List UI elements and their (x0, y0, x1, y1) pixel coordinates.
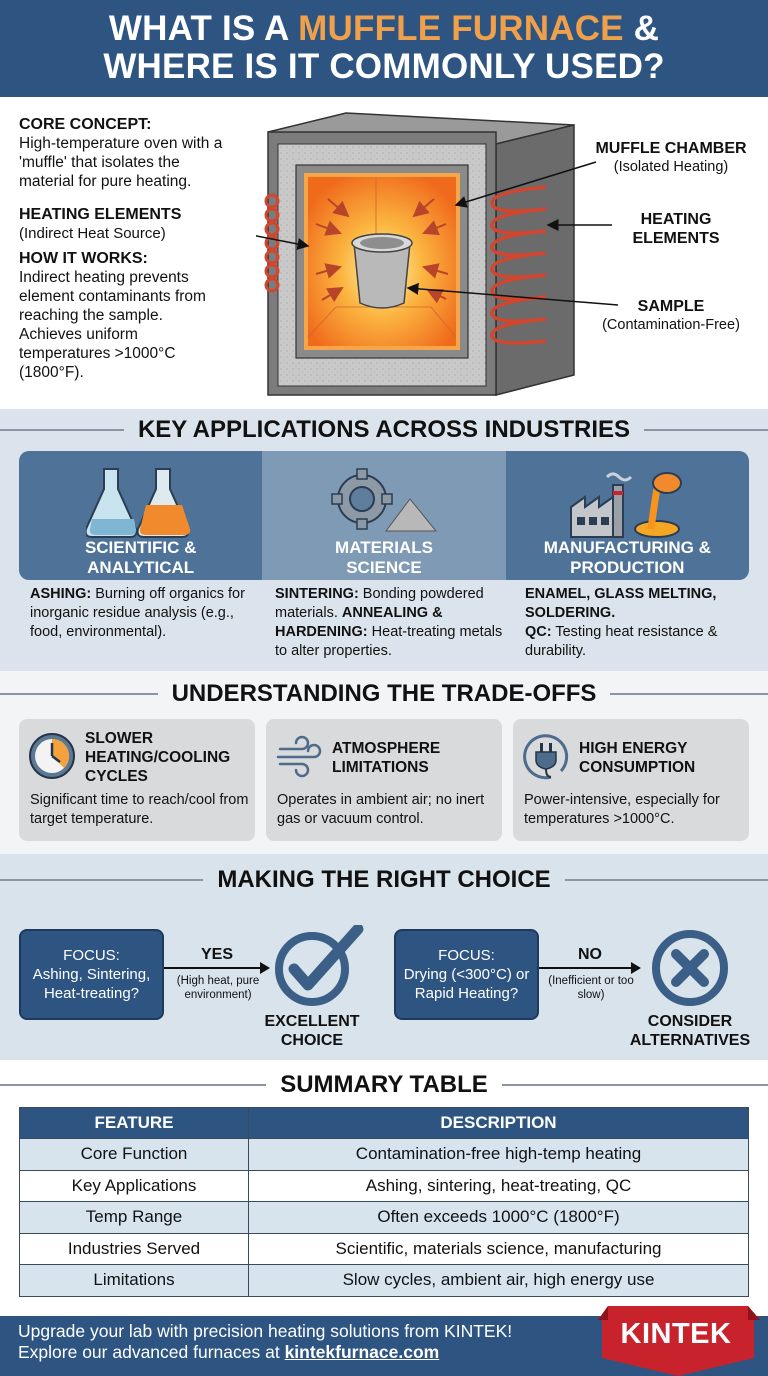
app-scientific: SCIENTIFIC & ANALYTICAL (19, 451, 263, 580)
divider (0, 1084, 267, 1086)
kintek-logo-text: KINTEK (620, 1318, 732, 1350)
page-title: WHAT IS A MUFFLE FURNACE & WHERE IS IT C… (103, 9, 665, 86)
intro-section: CORE CONCEPT: High-temperature oven with… (0, 97, 768, 409)
label-muffle-chamber: MUFFLE CHAMBER (Isolated Heating) (595, 140, 747, 175)
app-manufacturing: MANUFACTURING & PRODUCTION (505, 451, 749, 580)
yes-label: YES (200, 946, 233, 963)
page-header: WHAT IS A MUFFLE FURNACE & WHERE IS IT C… (0, 0, 768, 97)
label-sample: SAMPLE (Contamination-Free) (602, 298, 740, 333)
focus-box-yes: FOCUS: Ashing, Sintering, Heat-treating? (19, 929, 164, 1020)
website-link[interactable]: kintekfurnace.com (284, 1342, 440, 1362)
no-arrow (539, 962, 641, 974)
divider (501, 1084, 768, 1086)
plug-icon (523, 734, 569, 780)
label-heating-elements: HEATING ELEMENTS (632, 211, 720, 247)
applications-band: SCIENTIFIC & ANALYTICAL MATERIALS SCIENC… (19, 451, 749, 580)
tradeoff-card-slow-cycles: SLOWER HEATING/COOLING CYCLES Significan… (19, 719, 255, 841)
tradeoff-card-atmosphere: ATMOSPHERE LIMITATIONS Operates in ambie… (266, 719, 502, 841)
app-desc-scientific: ASHING: Burning off organics for inorgan… (30, 586, 245, 640)
applications-heading: KEY APPLICATIONS ACROSS INDUSTRIES (0, 412, 768, 448)
focus-box-no: FOCUS: Drying (<300°C) or Rapid Heating? (394, 929, 539, 1020)
tradeoff-card-energy: HIGH ENERGY CONSUMPTION Power-intensive,… (513, 719, 749, 841)
intro-text: CORE CONCEPT: High-temperature oven with… (19, 115, 269, 396)
divider (564, 879, 768, 881)
no-sublabel: (Inefficient or too slow) (548, 975, 634, 1001)
column-header-description: DESCRIPTION (248, 1107, 749, 1139)
furnace-illustration-icon (199, 112, 619, 396)
yes-sublabel: (High heat, pure environment) (176, 975, 260, 1001)
furnace-diagram: MUFFLE CHAMBER (Isolated Heating) HEATIN… (199, 97, 768, 409)
divider (0, 693, 158, 695)
x-circle-icon (652, 930, 728, 1006)
column-header-feature: FEATURE (19, 1107, 249, 1139)
choice-heading: MAKING THE RIGHT CHOICE (0, 862, 768, 898)
app-desc-materials: SINTERING: Bonding powdered materials. A… (275, 586, 503, 659)
wind-icon (276, 735, 322, 778)
divider (0, 429, 124, 431)
divider (644, 429, 768, 431)
factory-crucible-icon (506, 461, 749, 539)
tradeoffs-heading: UNDERSTANDING THE TRADE-OFFS (0, 676, 768, 712)
how-it-works: HOW IT WORKS: Indirect heating prevents … (19, 250, 206, 381)
divider (0, 879, 204, 881)
consider-alternatives-label: CONSIDER ALTERNATIVES (629, 1013, 751, 1049)
yes-arrow (164, 962, 270, 974)
title-accent: MUFFLE FURNACE (298, 9, 624, 48)
table-header-row: FEATURE DESCRIPTION (19, 1107, 749, 1139)
heating-elements-note: HEATING ELEMENTS (Indirect Heat Source) (19, 206, 182, 242)
checkmark-circle-icon (275, 925, 364, 1006)
summary-heading: SUMMARY TABLE (0, 1067, 768, 1103)
gear-powder-icon (262, 461, 505, 539)
excellent-choice-label: EXCELLENT CHOICE (264, 1013, 360, 1049)
flasks-icon (19, 461, 262, 539)
app-desc-manufacturing: ENAMEL, GLASS MELTING, SOLDERING. QC: Te… (525, 586, 718, 659)
core-concept: CORE CONCEPT: High-temperature oven with… (19, 116, 223, 190)
footer-text: Upgrade your lab with precision heating … (18, 1321, 513, 1362)
kintek-logo-badge (598, 1306, 760, 1376)
divider (610, 693, 768, 695)
no-label: NO (578, 946, 602, 963)
app-materials: MATERIALS SCIENCE (262, 451, 506, 580)
clock-icon (29, 733, 75, 779)
